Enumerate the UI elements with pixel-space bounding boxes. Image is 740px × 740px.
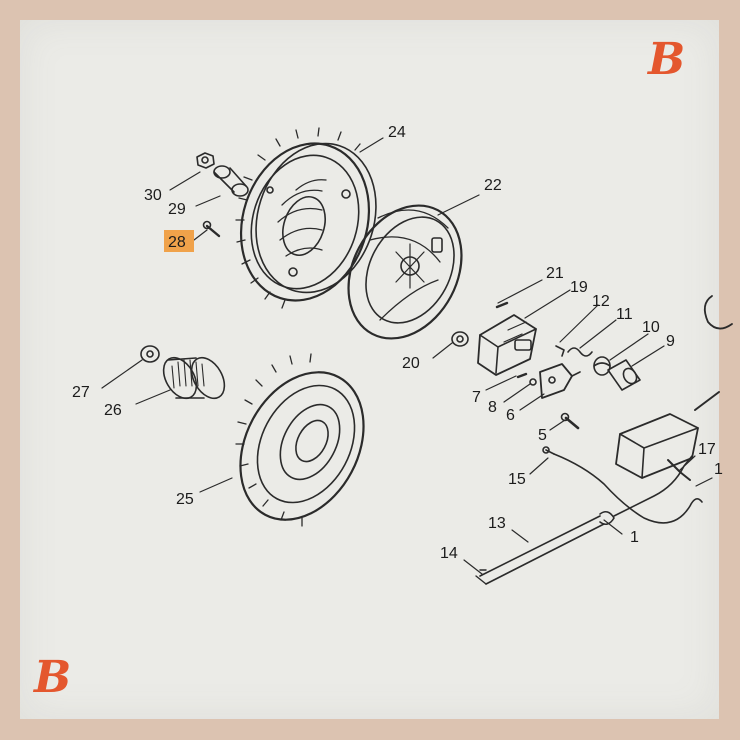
label-18-partial: 1 [714,461,723,478]
sleeve-part-9 [607,359,641,391]
clutch-drum-part-25 [235,353,365,527]
label-26: 26 [104,402,122,419]
label-22: 22 [484,177,502,194]
label-14: 14 [440,545,458,562]
brand-logo-bottom: B [34,652,72,703]
label-11: 11 [616,306,633,323]
nut-part-30 [196,152,215,169]
washer-part-27 [140,345,160,363]
clip-part-12 [555,345,565,357]
washer-part-8 [529,378,537,386]
label-28: 28 [168,234,186,251]
brand-logo-top: B [648,34,686,85]
bushing-part-20 [451,331,469,347]
label-12: 12 [592,293,610,310]
part-labels: 30 29 28 24 22 21 19 12 11 10 9 20 7 8 6… [72,124,723,562]
stator-part-22 [347,204,463,340]
cap-part-10 [593,356,611,376]
wire-terminal-part-15 [542,446,703,524]
label-15: 15 [508,471,526,488]
contact-block-part-6 [539,363,581,399]
screw-part-7 [516,372,528,379]
label-20: 20 [402,355,420,372]
flywheel-part-24 [235,127,377,309]
label-5: 5 [538,427,547,444]
label-1: 1 [630,529,639,546]
needle-bearing-part-26 [162,356,226,400]
screw-part-28 [202,220,221,238]
ignition-module-part-19 [477,314,537,376]
sleeve-part-29 [213,165,249,197]
highlight-part-28 [164,230,194,252]
label-29: 29 [168,201,186,218]
label-17: 17 [698,441,716,458]
label-8: 8 [488,399,497,416]
label-21: 21 [546,265,564,282]
label-27: 27 [72,384,90,401]
label-30: 30 [144,187,162,204]
label-6: 6 [506,407,515,424]
label-25: 25 [176,491,194,508]
label-24: 24 [388,124,406,141]
label-9: 9 [666,333,675,350]
label-10: 10 [642,319,660,336]
label-7: 7 [472,389,481,406]
label-13: 13 [488,515,506,532]
diagram-frame [20,20,719,719]
label-19: 19 [570,279,588,296]
spring-part-11 [567,347,593,357]
leader-lines [101,137,713,575]
screw-part-21 [495,301,509,309]
